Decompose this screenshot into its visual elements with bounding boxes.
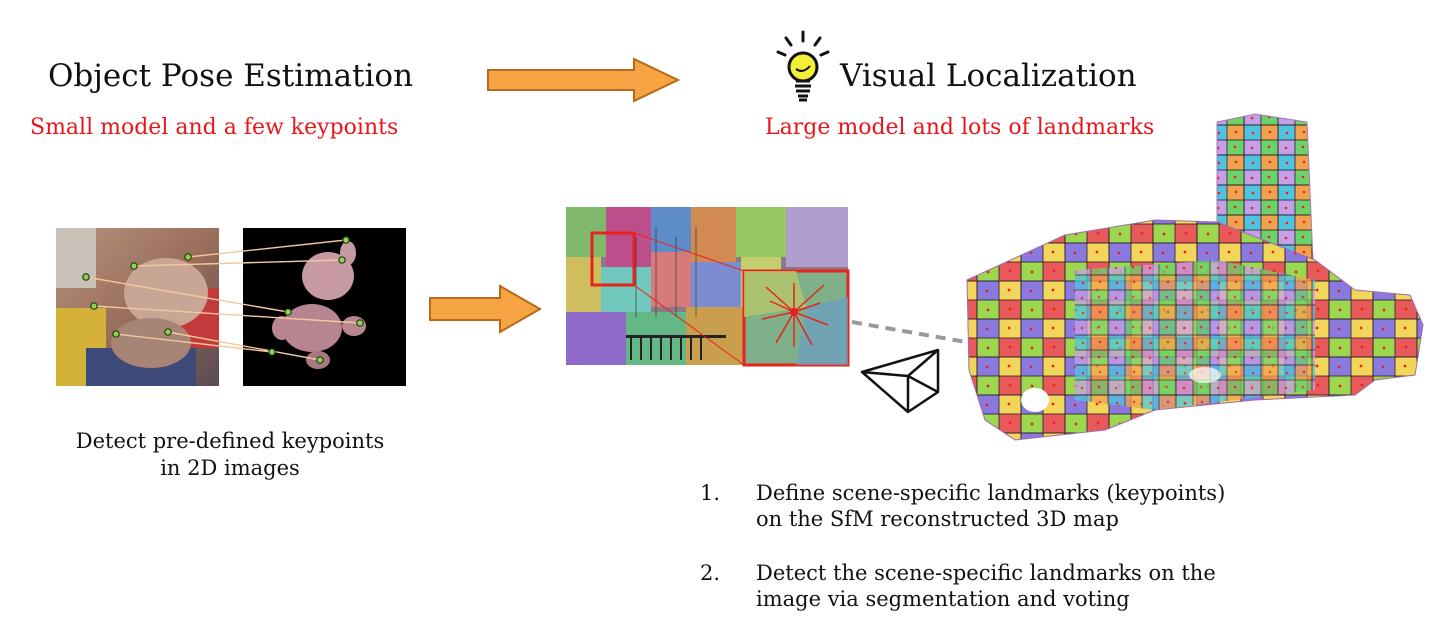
object-pose-subtitle: Small model and a few keypoints bbox=[30, 115, 399, 140]
step-1-line-2: on the SfM reconstructed 3D map bbox=[756, 507, 1119, 531]
keypoint-matching-figure bbox=[56, 228, 406, 386]
left-caption: Detect pre-defined keypoints in 2D image… bbox=[40, 428, 420, 482]
toy-photo bbox=[56, 228, 219, 386]
object-pose-title: Object Pose Estimation bbox=[48, 58, 414, 94]
step-1: 1. Define scene-specific landmarks (keyp… bbox=[700, 480, 1340, 536]
step-1-line-1: Define scene-specific landmarks (keypoin… bbox=[756, 481, 1226, 505]
arrow-right-icon bbox=[429, 284, 543, 334]
step-2-line-1: Detect the scene-specific landmarks on t… bbox=[756, 561, 1216, 585]
dashed-connector bbox=[851, 320, 967, 344]
step-2-number: 2. bbox=[700, 561, 721, 585]
toy-model-render bbox=[243, 228, 406, 386]
voting-rays bbox=[761, 283, 829, 347]
visual-localization-title: Visual Localization bbox=[840, 58, 1137, 94]
camera-frustum-icon bbox=[860, 348, 940, 414]
caption-line-1: Detect pre-defined keypoints bbox=[75, 429, 385, 453]
step-2-line-2: image via segmentation and voting bbox=[756, 587, 1130, 611]
lightbulb-icon bbox=[776, 30, 830, 102]
segmented-query-image bbox=[566, 207, 850, 367]
step-2: 2. Detect the scene-specific landmarks o… bbox=[700, 560, 1340, 616]
step-1-number: 1. bbox=[700, 481, 721, 505]
caption-line-2: in 2D images bbox=[160, 456, 300, 480]
sfm-landmark-map bbox=[966, 113, 1424, 441]
visual-localization-subtitle: Large model and lots of landmarks bbox=[765, 115, 1155, 140]
arrow-right-icon bbox=[487, 57, 681, 103]
